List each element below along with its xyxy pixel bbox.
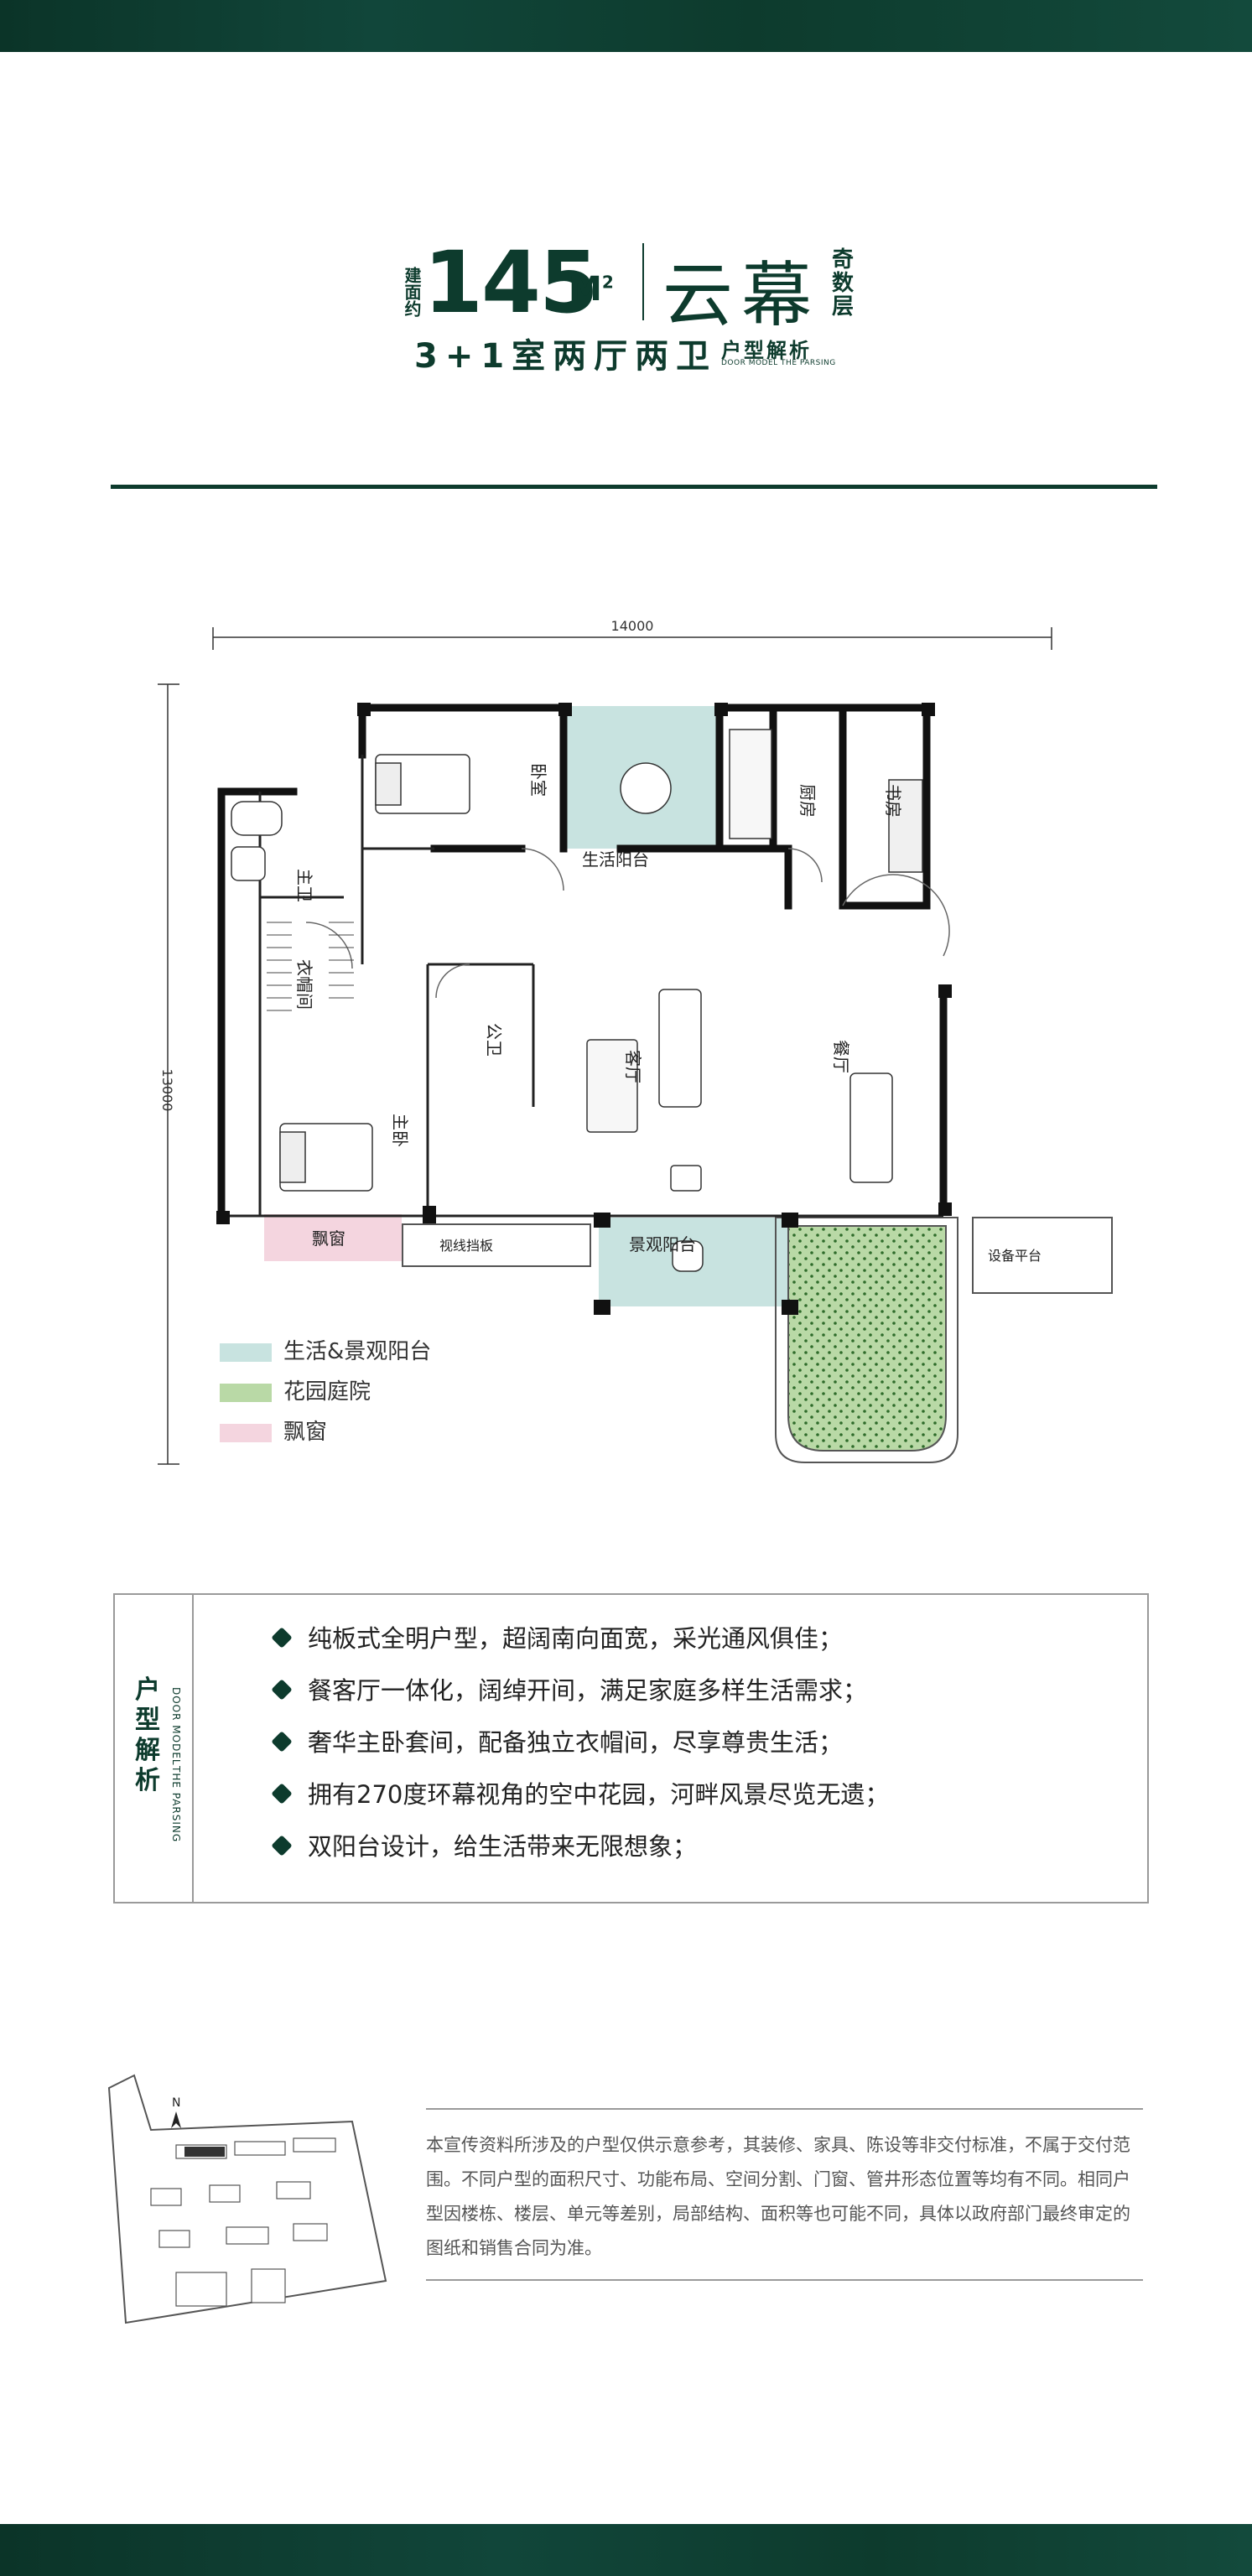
room-bedroom: 卧室 [528, 763, 548, 797]
analysis-point: 纯板式全明户型，超阔南向面宽，采光通风俱佳； [271, 1624, 1029, 1659]
room-living: 客厅 [623, 1050, 643, 1083]
area-unit-m: M [569, 270, 602, 309]
legend-item: 花园庭院 [220, 1379, 471, 1405]
bottom-band [0, 2524, 1252, 2576]
analysis-point-text: 奢华主卧套间，配备独立衣帽间，尽享尊贵生活； [308, 1728, 844, 1757]
bay-window-fill [264, 1214, 402, 1261]
disclaimer-rule-bottom [426, 2279, 1143, 2281]
analysis-side-subtitle: DOOR MODEL THE PARSING [170, 1687, 184, 1855]
room-study: 书房 [883, 784, 903, 818]
analysis-side: 户型解析 DOOR MODEL THE PARSING [115, 1595, 194, 1902]
dimension-left [158, 683, 179, 1465]
area-unit: M2 [569, 270, 614, 309]
analysis-side-title: 户型解析 [135, 1675, 160, 1795]
header-divider [642, 243, 644, 320]
unit-name: 云幕 [662, 254, 821, 336]
analysis-box: 户型解析 DOOR MODEL THE PARSING 纯板式全明户型，超阔南向… [113, 1593, 1149, 1903]
columns [216, 703, 952, 1315]
bullet-icon [271, 1731, 293, 1753]
wardrobe-racks [267, 922, 354, 1011]
legend-label: 飘窗 [283, 1420, 328, 1445]
site-plan: N [107, 2074, 387, 2324]
disclaimer-rule-top [426, 2108, 1143, 2110]
bullet-icon [271, 1679, 293, 1701]
analysis-point-text: 餐客厅一体化，阔绰开间，满足家庭多样生活需求； [308, 1676, 868, 1705]
dimension-width-label: 14000 [611, 618, 654, 634]
doors [305, 848, 950, 999]
north-label: N [172, 2096, 180, 2110]
analysis-point-text: 双阳台设计，给生活带来无限想象； [308, 1832, 698, 1861]
analysis-side-subtitle-1: DOOR MODEL [170, 1687, 182, 1766]
furniture [231, 729, 923, 1272]
dimension-height-label: 13000 [159, 1069, 175, 1112]
north-arrow-icon [171, 2111, 181, 2128]
room-living-balcony: 生活阳台 [582, 849, 649, 870]
legend-swatch-garden [220, 1384, 272, 1402]
area-number: 145 [423, 233, 599, 333]
legend-label: 花园庭院 [283, 1379, 371, 1405]
area-unit-sup: 2 [601, 272, 614, 293]
room-view-balcony: 景观阳台 [629, 1234, 696, 1254]
bullet-icon [271, 1783, 293, 1805]
analysis-side-subtitle-2: THE PARSING [170, 1765, 182, 1842]
room-kitchen: 厨房 [797, 784, 818, 818]
view-baffle-box [402, 1223, 591, 1267]
legend-item: 生活&景观阳台 [220, 1338, 471, 1364]
room-layout: 3+1室两厅两卫 [414, 337, 718, 376]
dimension-top [212, 627, 1052, 650]
legend-item: 飘窗 [220, 1419, 471, 1445]
room-public-bath: 公卫 [484, 1023, 504, 1057]
header-rule [111, 485, 1157, 489]
room-equipment-platform: 设备平台 [988, 1248, 1042, 1264]
analysis-heading: 户型解析 [721, 339, 812, 362]
analysis-point-text: 纯板式全明户型，超阔南向面宽，采光通风俱佳； [308, 1624, 844, 1653]
approx-area-label: 建面约 [402, 267, 422, 317]
legend-swatch-bay [220, 1424, 272, 1442]
analysis-point-text: 拥有270度环幕视角的空中花园，河畔风景尽览无遗； [308, 1780, 890, 1809]
room-master-bedroom: 主卧 [390, 1114, 410, 1147]
floor-label: 奇数层 [832, 247, 855, 319]
floor-plan: 14000 13000 [158, 618, 1113, 1465]
disclaimer: 本宣传资料所涉及的户型仅供示意参考，其装修、家具、陈设等非交付标准，不属于交付范… [426, 2135, 1130, 2258]
analysis-point: 餐客厅一体化，阔绰开间，满足家庭多样生活需求； [271, 1676, 1029, 1711]
bullet-icon [271, 1627, 293, 1649]
room-dining: 餐厅 [831, 1040, 851, 1073]
legend-swatch-balcony [220, 1343, 272, 1362]
room-wardrobe: 衣帽间 [294, 959, 314, 1010]
analysis-point: 双阳台设计，给生活带来无限想象； [271, 1832, 1029, 1867]
garden-fill [787, 1225, 947, 1452]
analysis-subheading: DOOR MODEL THE PARSING [721, 359, 836, 367]
room-view-baffle: 视线挡板 [439, 1238, 493, 1254]
analysis-point: 奢华主卧套间，配备独立衣帽间，尽享尊贵生活； [271, 1728, 1029, 1763]
top-band [0, 0, 1252, 52]
legend-label: 生活&景观阳台 [283, 1339, 432, 1364]
equipment-platform-box [972, 1217, 1113, 1294]
room-bay-window: 飘窗 [312, 1228, 345, 1249]
analysis-point: 拥有270度环幕视角的空中花园，河畔风景尽览无遗； [271, 1780, 1029, 1815]
room-master-bath: 主卫 [294, 869, 314, 902]
bullet-icon [271, 1835, 293, 1857]
